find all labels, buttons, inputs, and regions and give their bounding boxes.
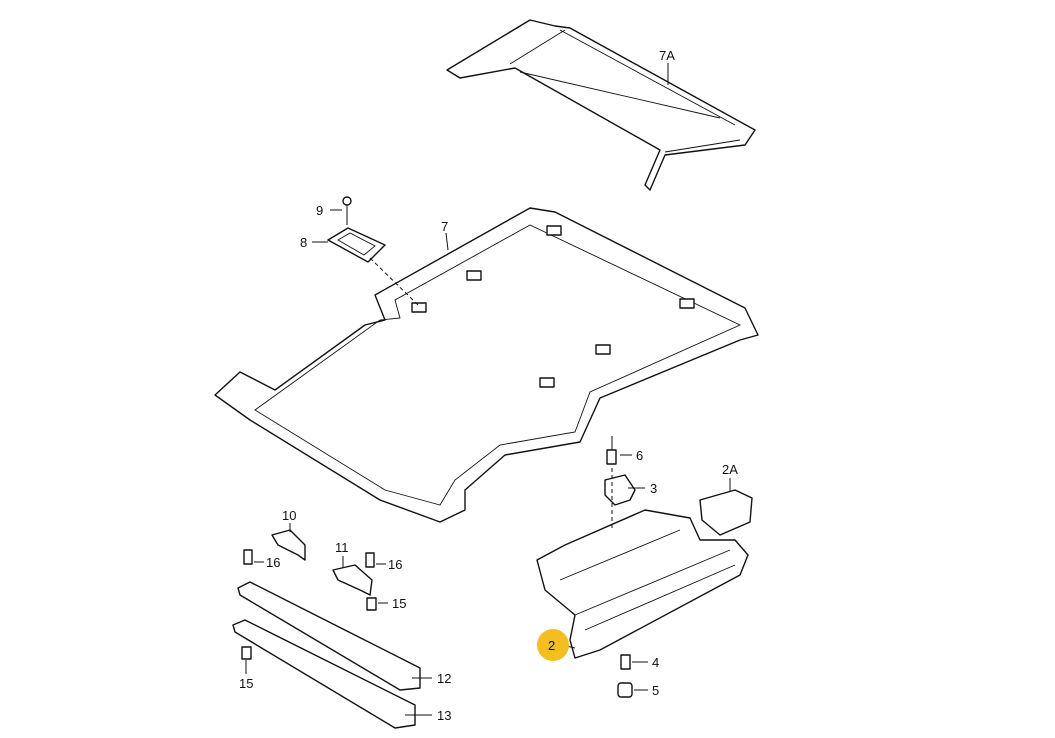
part-4-screw[interactable] — [620, 654, 631, 670]
label-4[interactable]: 4 — [652, 655, 659, 670]
label-15a[interactable]: 15 — [392, 596, 406, 611]
label-7[interactable]: 7 — [441, 219, 448, 234]
part-16-screws[interactable] — [243, 549, 375, 568]
part-11-bracket[interactable] — [332, 564, 373, 596]
part-8-cover[interactable] — [327, 227, 386, 263]
part-5-nut[interactable] — [617, 682, 633, 698]
part-9-screw[interactable] — [342, 196, 352, 225]
label-13[interactable]: 13 — [437, 708, 451, 723]
part-13-rail[interactable] — [232, 619, 416, 729]
label-6[interactable]: 6 — [636, 448, 643, 463]
label-10[interactable]: 10 — [282, 508, 296, 523]
part-6-screw[interactable] — [606, 436, 617, 465]
label-16a[interactable]: 16 — [266, 555, 280, 570]
label-3[interactable]: 3 — [650, 481, 657, 496]
part-2a-bracket[interactable] — [699, 489, 753, 536]
label-12[interactable]: 12 — [437, 671, 451, 686]
label-8[interactable]: 8 — [300, 235, 307, 250]
label-15b[interactable]: 15 — [239, 676, 253, 691]
part-15-clips[interactable] — [241, 597, 377, 660]
part-12-rail[interactable] — [237, 581, 421, 691]
label-11[interactable]: 11 — [335, 540, 349, 555]
label-7a[interactable]: 7A — [659, 48, 675, 63]
part-2-tray[interactable] — [536, 509, 749, 659]
headliner-clips — [411, 225, 695, 388]
label-2a[interactable]: 2A — [722, 462, 738, 477]
part-7-headliner[interactable] — [214, 207, 759, 523]
label-2[interactable]: 2 — [548, 638, 555, 653]
part-3-bracket[interactable] — [604, 474, 636, 506]
label-9[interactable]: 9 — [316, 203, 323, 218]
part-7a-shelf[interactable] — [446, 19, 756, 191]
label-5[interactable]: 5 — [652, 683, 659, 698]
highlight-marker — [537, 629, 569, 661]
label-16b[interactable]: 16 — [388, 557, 402, 572]
